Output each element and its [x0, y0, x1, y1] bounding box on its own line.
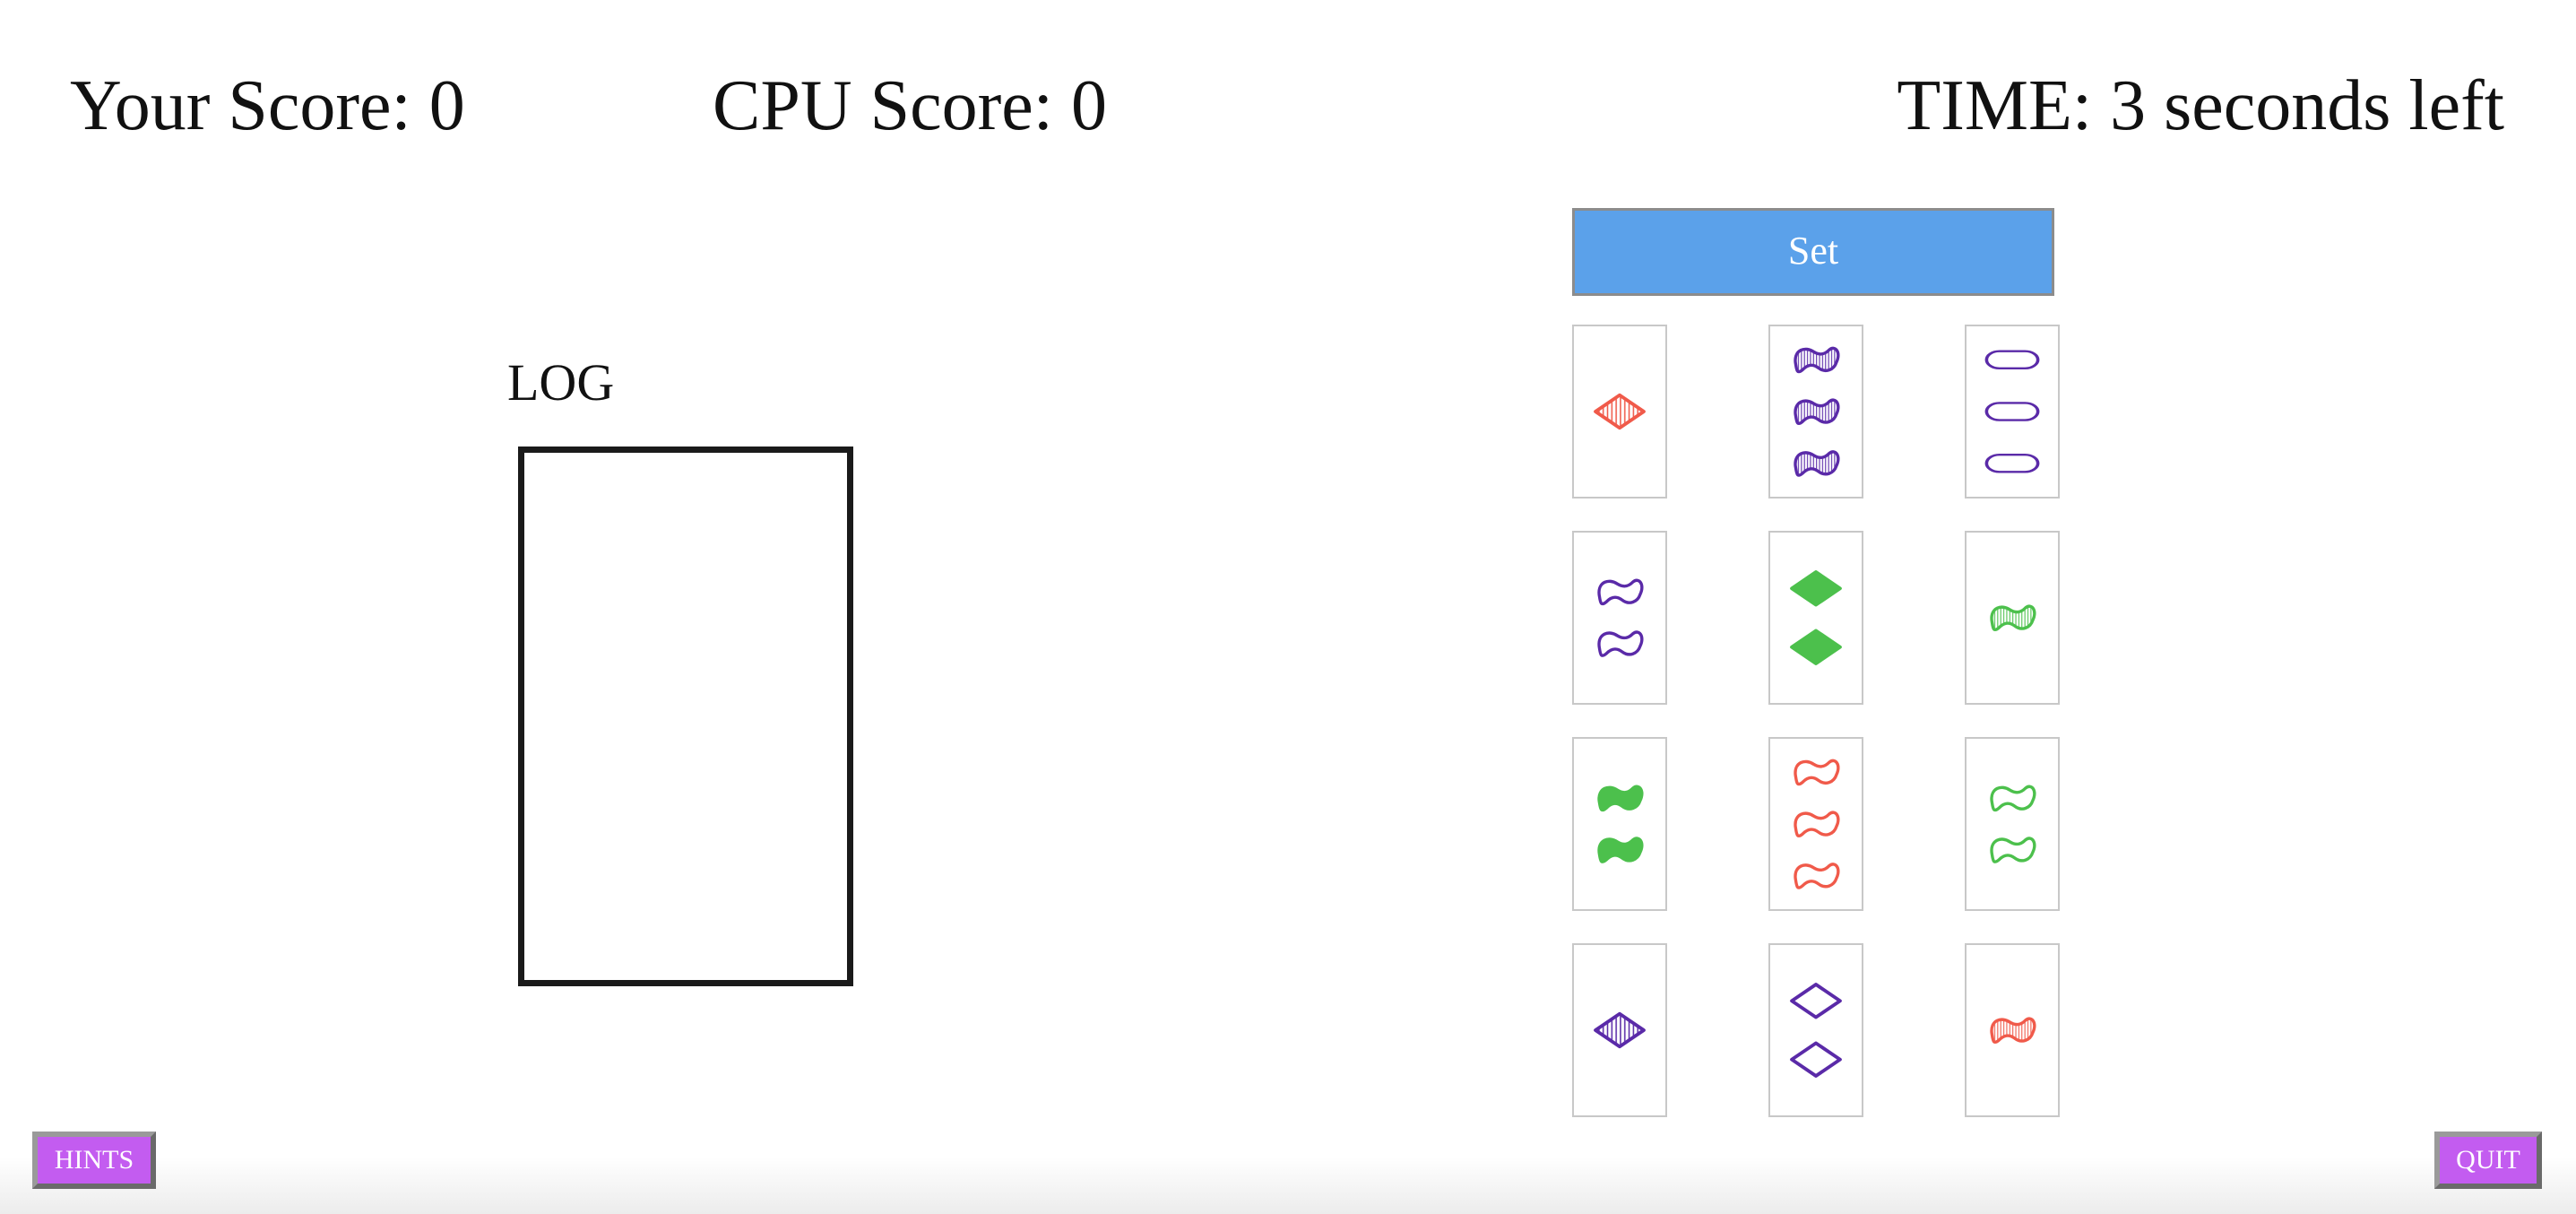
cpu-score: CPU Score: 0	[713, 66, 1107, 145]
set-card[interactable]	[1572, 325, 1667, 499]
squiggle-icon	[1990, 1017, 2036, 1045]
set-card[interactable]	[1965, 325, 2060, 499]
log-panel	[518, 447, 853, 986]
diamond-icon	[1790, 570, 1842, 665]
diamond-icon	[1594, 1011, 1646, 1049]
set-button[interactable]: Set	[1572, 208, 2054, 296]
set-card[interactable]	[1572, 737, 1667, 911]
squiggle-icon	[1597, 578, 1644, 657]
diamond-icon	[1594, 393, 1646, 430]
squiggle-icon	[1597, 785, 1644, 863]
oval-icon	[1984, 350, 2040, 473]
squiggle-icon	[1794, 346, 1840, 477]
set-card[interactable]	[1965, 531, 2060, 705]
log-label: LOG	[507, 353, 615, 412]
player-score: Your Score: 0	[70, 66, 465, 145]
set-card[interactable]	[1965, 737, 2060, 911]
timer: TIME: 3 seconds left	[1897, 66, 2504, 145]
hints-button[interactable]: HINTS	[32, 1132, 156, 1189]
set-card[interactable]	[1768, 943, 1863, 1117]
squiggle-icon	[1990, 785, 2036, 863]
set-card[interactable]	[1572, 531, 1667, 705]
set-card[interactable]	[1965, 943, 2060, 1117]
set-card[interactable]	[1768, 531, 1863, 705]
set-card[interactable]	[1768, 325, 1863, 499]
diamond-icon	[1790, 983, 1842, 1078]
set-card[interactable]	[1768, 737, 1863, 911]
quit-button[interactable]: QUIT	[2434, 1132, 2542, 1189]
bottom-bar	[0, 1157, 2576, 1214]
squiggle-icon	[1990, 604, 2036, 632]
set-card[interactable]	[1572, 943, 1667, 1117]
squiggle-icon	[1794, 759, 1840, 889]
